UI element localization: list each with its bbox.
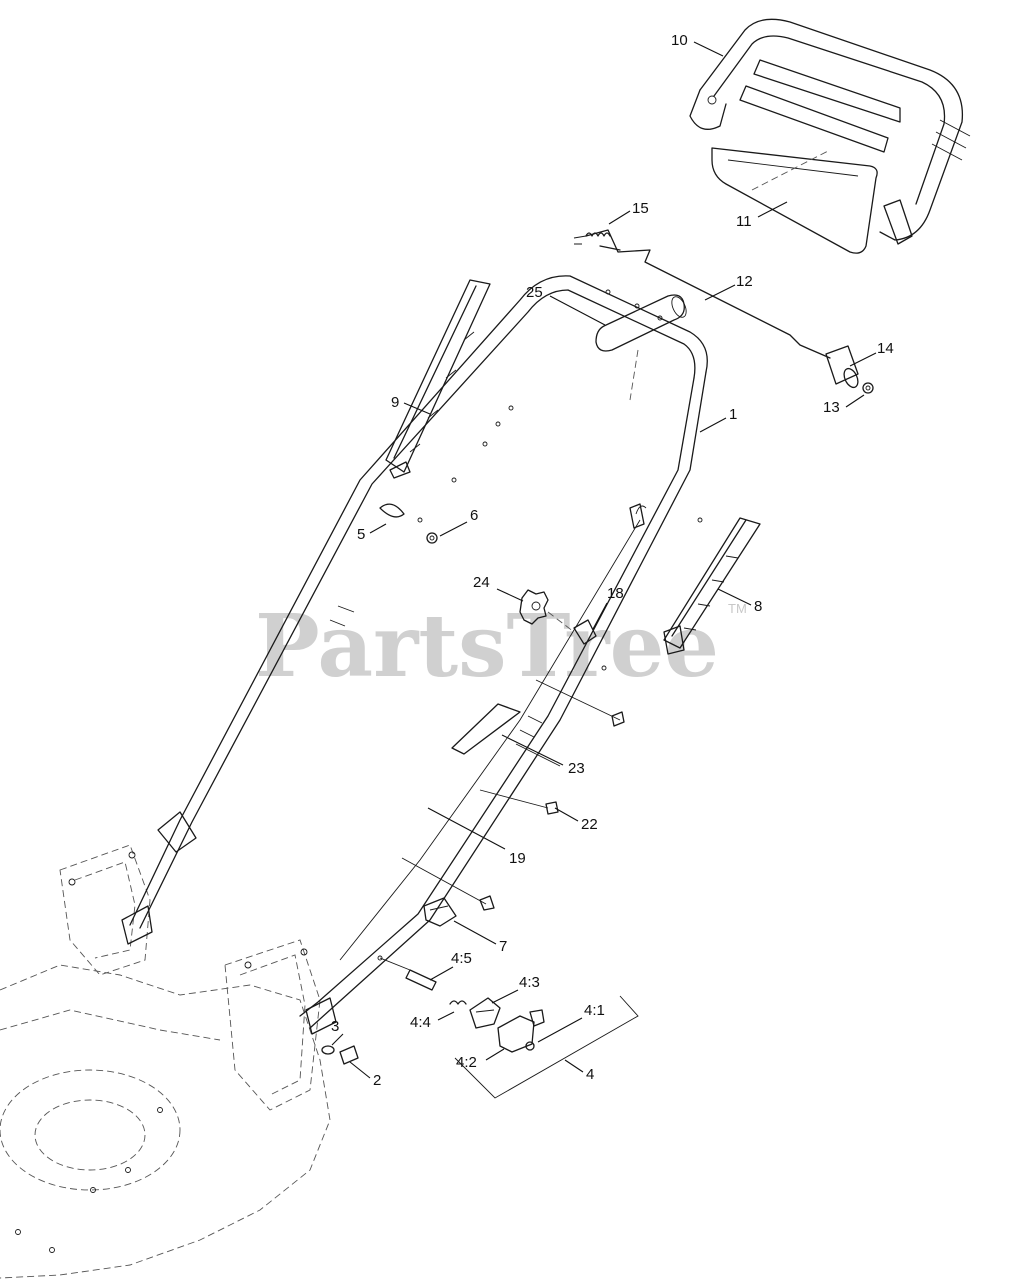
leader-line [453, 920, 497, 945]
callout-4-4: 4:4 [410, 1011, 455, 1031]
callout-13: 13 [823, 394, 865, 416]
watermark-trademark: TM [728, 601, 747, 616]
callout-4-3: 4:3 [491, 974, 540, 1004]
part-number-label: 4 [586, 1066, 594, 1083]
part-number-label: 25 [526, 284, 543, 301]
callout-9: 9 [391, 394, 431, 415]
callout-10: 10 [671, 32, 724, 57]
leader-line [717, 588, 752, 606]
callout-14: 14 [849, 340, 894, 367]
callout-6: 6 [439, 507, 478, 537]
leader-line [849, 352, 877, 367]
clip-and-nut [379, 503, 438, 544]
part-number-label: 4:4 [410, 1014, 431, 1031]
callout-25: 25 [526, 284, 606, 326]
part-number-label: 8 [754, 598, 762, 615]
control-rod [573, 229, 831, 359]
callout-2: 2 [349, 1061, 381, 1089]
leader-line [537, 1017, 583, 1043]
callout-15: 15 [608, 200, 649, 225]
leader-line [704, 284, 736, 301]
handle-cover-right [663, 517, 761, 655]
callout-11: 11 [736, 201, 788, 230]
grip-tube [595, 294, 687, 401]
part-number-label: 2 [373, 1072, 381, 1089]
knob-and-clip [519, 589, 597, 645]
leader-line [699, 417, 727, 433]
leader-line [439, 521, 468, 537]
leader-line [369, 523, 387, 534]
part-number-label: 7 [499, 938, 507, 955]
leader-line [491, 989, 519, 1004]
callout-22: 22 [554, 807, 598, 833]
part-number-label: 12 [736, 273, 753, 290]
callout-labels: 12344:14:24:34:44:5567891011121314151819… [331, 32, 894, 1089]
leader-line [608, 210, 631, 225]
part-number-label: 9 [391, 394, 399, 411]
mower-deck [0, 844, 331, 1279]
part-number-label: 4:5 [451, 950, 472, 967]
leader-line [693, 41, 724, 57]
part-number-label: 3 [331, 1018, 339, 1035]
part-number-label: 24 [473, 574, 490, 591]
bail-cover [711, 147, 878, 254]
callout-8: 8 [717, 588, 762, 615]
leader-line [485, 1048, 505, 1061]
part-number-label: 19 [509, 850, 526, 867]
leader-line [757, 201, 788, 218]
bail-handle [689, 18, 971, 245]
callout-19: 19 [427, 807, 526, 867]
switch-housing [423, 897, 457, 927]
part-number-label: 22 [581, 816, 598, 833]
height-adjuster-assembly [321, 957, 639, 1099]
leader-line [554, 807, 579, 822]
leader-line [549, 295, 606, 326]
leader-line [403, 402, 431, 415]
leader-line [429, 966, 454, 981]
pivot-bushing [825, 345, 874, 394]
leader-line [496, 588, 524, 602]
leader-line [845, 394, 865, 408]
part-number-label: 23 [568, 760, 585, 777]
part-number-label: 4:1 [584, 1002, 605, 1019]
cables [339, 503, 647, 961]
leader-line [564, 1059, 584, 1073]
callout-4-2: 4:2 [456, 1048, 505, 1071]
watermark: PartsTree [255, 596, 719, 697]
callout-7: 7 [453, 920, 507, 955]
part-number-label: 5 [357, 526, 365, 543]
callout-4: 4 [564, 1059, 594, 1083]
leader-line [349, 1061, 371, 1079]
part-number-label: 10 [671, 32, 688, 49]
part-number-label: 4:3 [519, 974, 540, 991]
part-number-label: 6 [470, 507, 478, 524]
leader-line [437, 1011, 455, 1021]
leader-line [427, 807, 506, 850]
part-number-label: 15 [632, 200, 649, 217]
callout-3: 3 [331, 1018, 344, 1046]
part-number-label: 4:2 [456, 1054, 477, 1071]
handle-cover-left [385, 279, 491, 479]
leader-line [592, 602, 608, 630]
callout-12: 12 [704, 273, 753, 301]
part-number-label: 11 [736, 213, 752, 230]
callout-4-1: 4:1 [537, 1002, 605, 1043]
callout-1: 1 [699, 406, 737, 433]
part-number-label: 13 [823, 399, 840, 416]
leader-line [501, 734, 564, 766]
callout-23: 23 [501, 734, 585, 777]
part-number-label: 18 [607, 585, 624, 602]
part-number-label: 1 [729, 406, 737, 423]
callout-18: 18 [592, 585, 624, 630]
callout-5: 5 [357, 523, 387, 543]
main-handle [121, 275, 708, 1035]
callout-24: 24 [473, 574, 524, 602]
leader-line [331, 1033, 344, 1046]
callout-4-5: 4:5 [429, 950, 472, 981]
part-number-label: 14 [877, 340, 894, 357]
